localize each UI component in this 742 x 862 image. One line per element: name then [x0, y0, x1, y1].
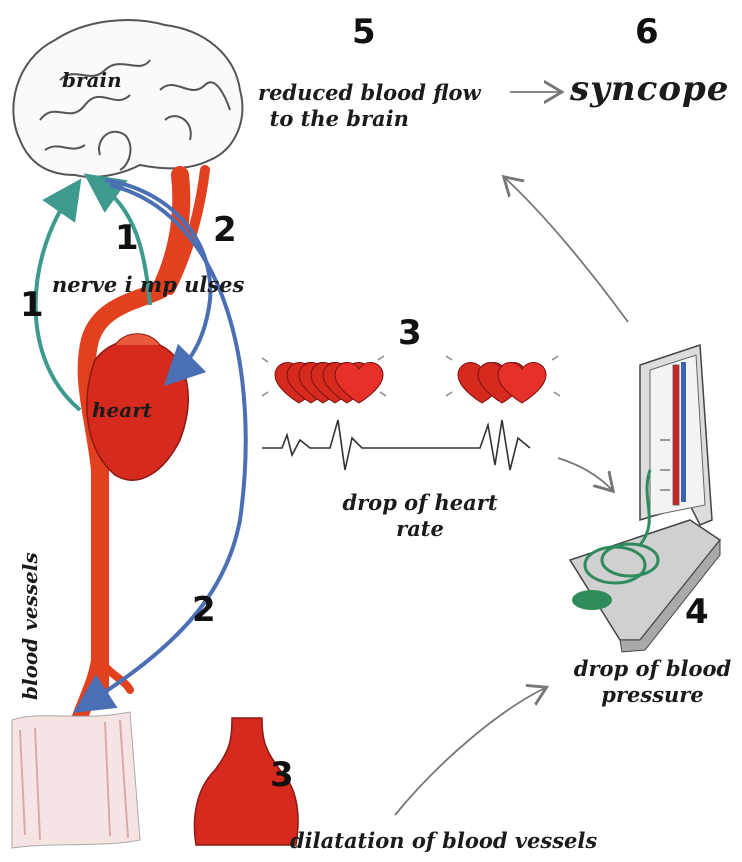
syncope-label: syncope — [570, 68, 729, 111]
reduced-blood-flow-label: reduced blood flow to the brain — [258, 80, 481, 133]
arrow-3-to-4 — [558, 458, 612, 490]
arrow-3v-to-4 — [395, 688, 545, 815]
dilatation-label: dilatation of blood vessels — [290, 828, 597, 854]
step-number-1-center: 1 — [115, 218, 139, 258]
nerve-impulses-label: nerve i mp ulses — [52, 272, 244, 298]
blood-vessels-label: blood vessels — [18, 552, 43, 700]
tissue-icon — [12, 712, 140, 848]
step-number-2-top: 2 — [213, 210, 237, 250]
drop-blood-pressure-line2: pressure — [570, 682, 735, 708]
heart-label: heart — [92, 398, 152, 423]
reduced-blood-flow-line2: to the brain — [258, 106, 421, 132]
step-number-2-bottom: 2 — [192, 590, 216, 630]
brain-label: brain — [62, 68, 122, 93]
ecg-trace-icon — [262, 420, 530, 470]
drop-heart-rate-line2: rate — [330, 516, 510, 542]
step-number-3-vessel: 3 — [270, 755, 294, 795]
drop-blood-pressure-line1: drop of blood — [570, 656, 735, 682]
heart-icons-slow — [458, 362, 546, 403]
drop-heart-rate-line1: drop of heart — [330, 490, 510, 516]
step-number-4: 4 — [685, 592, 709, 632]
drop-blood-pressure-label: drop of blood pressure — [570, 656, 735, 709]
heart-icons-fast — [275, 362, 383, 403]
step-number-3-hearts: 3 — [398, 313, 422, 353]
drop-heart-rate-label: drop of heart rate — [330, 490, 510, 543]
arrow-4-to-5 — [505, 178, 628, 322]
step-number-5: 5 — [352, 12, 376, 52]
reduced-blood-flow-line1: reduced blood flow — [258, 80, 481, 106]
step-number-1-left: 1 — [20, 285, 44, 325]
step-number-6: 6 — [635, 12, 659, 52]
